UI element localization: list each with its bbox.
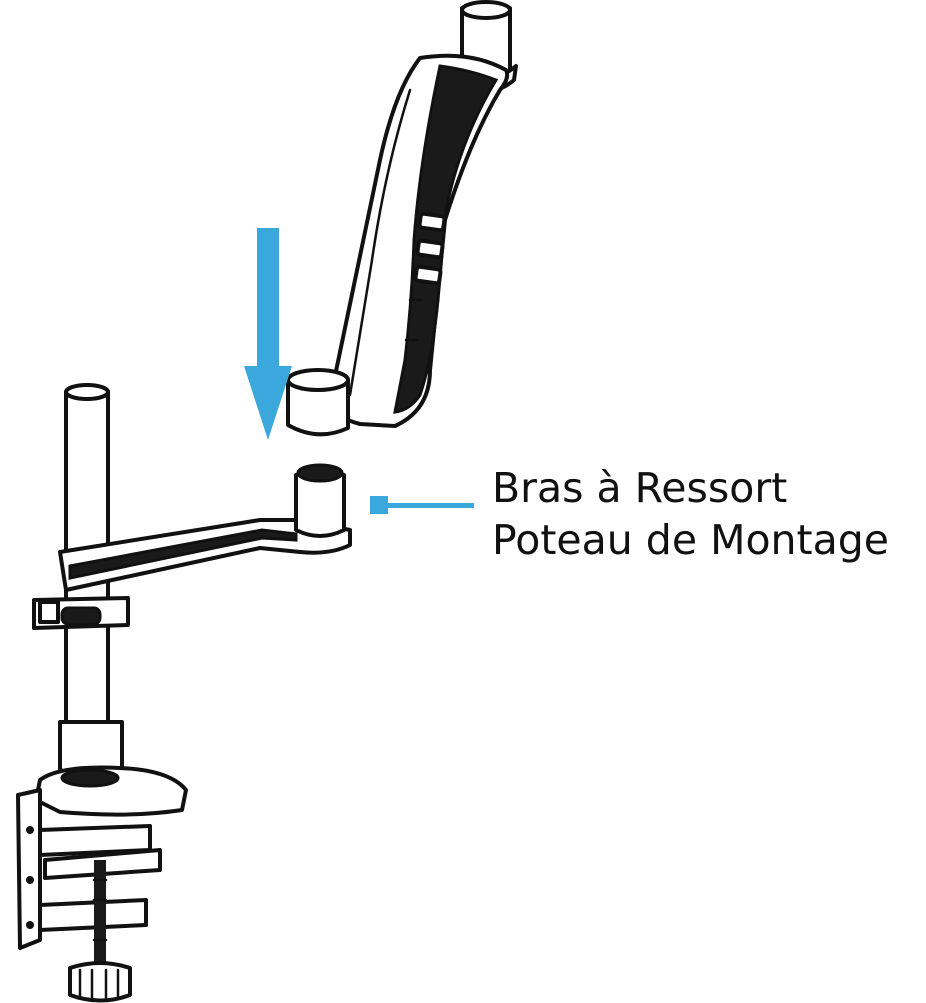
spring-arm-label: Bras à Ressort	[492, 464, 788, 512]
callout-leader	[370, 496, 474, 514]
spring-arm	[286, 0, 518, 437]
mounting-post	[16, 383, 352, 1003]
mounting-post-label: Poteau de Montage	[492, 516, 889, 564]
callout-label: Bras à Ressort Poteau de Montage	[492, 462, 889, 566]
down-arrow-icon	[244, 228, 292, 440]
